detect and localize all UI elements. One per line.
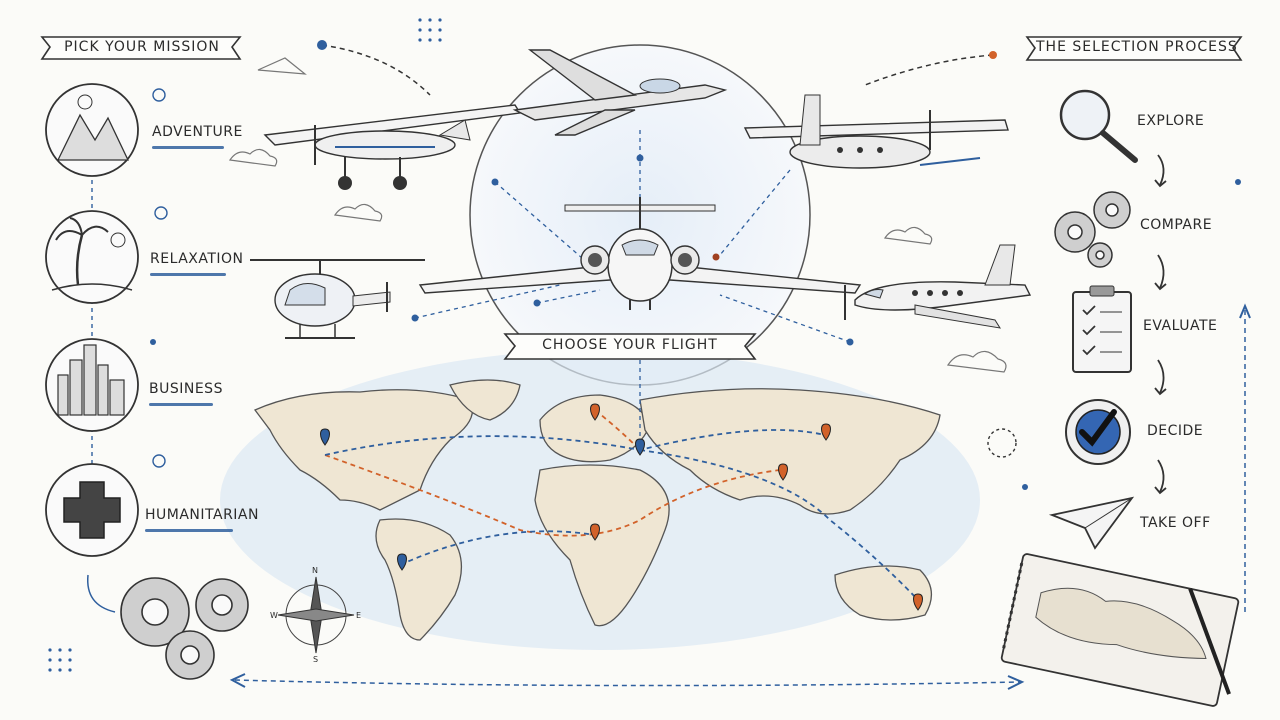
route-blue-2 — [399, 530, 596, 566]
map-pin-blue — [320, 428, 330, 446]
ribbon-left — [40, 36, 242, 60]
process-label-compare: COMPARE — [1140, 217, 1213, 233]
process-label-evaluate: EVALUATE — [1143, 318, 1218, 334]
compass-north: N — [312, 566, 319, 575]
mountain-icon — [56, 94, 130, 161]
map-pin-orange — [821, 423, 831, 441]
australia — [834, 565, 932, 621]
route-blue-3 — [639, 449, 919, 601]
turboprop-plane-icon — [743, 94, 1009, 169]
gear-arrow — [87, 574, 116, 613]
north-america — [253, 389, 474, 511]
mission-underline — [152, 146, 224, 149]
medical-cross-icon — [63, 481, 121, 539]
mission-underline — [145, 529, 233, 532]
single-prop-plane-icon — [263, 104, 522, 190]
aircraft-connectors — [414, 130, 851, 450]
mission-header: PICK YOUR MISSION — [64, 39, 220, 55]
flight-header: CHOOSE YOUR FLIGHT — [542, 337, 718, 353]
mission-underline — [150, 273, 226, 276]
compass-west: W — [270, 611, 279, 620]
route-orange-1 — [324, 454, 781, 537]
greenland — [449, 379, 521, 421]
map-pin-orange — [778, 463, 788, 481]
map-pin-blue — [397, 553, 407, 571]
checkmark-icon — [1065, 399, 1131, 465]
mission-label-humanitarian[interactable]: HUMANITARIAN — [145, 507, 259, 523]
city-skyline-icon — [57, 344, 125, 416]
mission-column — [45, 83, 139, 557]
top-left-arrow — [321, 44, 431, 96]
notebook-map-icon — [1000, 553, 1240, 707]
gears-cluster-icon — [120, 577, 249, 680]
south-america — [375, 518, 463, 641]
bottom-connector-arrow — [229, 673, 1025, 690]
compass-south: S — [313, 655, 319, 664]
map-pin-orange — [590, 403, 600, 421]
magnifier-icon — [1059, 89, 1138, 163]
top-right-arrow — [864, 54, 994, 86]
clipboard-icon — [1072, 285, 1132, 373]
mission-label-adventure[interactable]: ADVENTURE — [152, 124, 243, 140]
dot-grid — [48, 18, 442, 672]
mission-circle-adventure[interactable] — [45, 83, 139, 177]
decorative-dots — [150, 154, 1241, 490]
world-map — [220, 350, 980, 650]
compass-east: E — [356, 611, 362, 620]
ribbon-center — [503, 333, 757, 360]
decorative-circles — [152, 88, 1017, 468]
gears-icon — [1054, 191, 1131, 268]
map-pin-blue — [635, 438, 645, 456]
clouds — [228, 57, 1007, 373]
dot — [989, 51, 997, 59]
asia — [639, 388, 941, 515]
map-pins — [320, 403, 923, 611]
compass-rose-icon — [277, 576, 355, 654]
process-arrows — [1154, 154, 1167, 495]
process-column — [1048, 89, 1167, 550]
business-jet-icon — [844, 244, 1032, 329]
map-pin-orange — [913, 593, 923, 611]
helicopter-icon — [250, 259, 425, 339]
process-header: THE SELECTION PROCESS — [1036, 39, 1238, 55]
mission-circle-relaxation[interactable] — [45, 210, 139, 304]
process-label-take-off: TAKE OFF — [1140, 515, 1211, 531]
private-jet-icon — [418, 197, 862, 310]
right-up-arrow — [1239, 303, 1251, 612]
paper-plane-icon — [1048, 496, 1135, 550]
palm-tree-icon — [51, 217, 133, 291]
route-blue-1 — [324, 429, 826, 456]
africa — [534, 464, 670, 627]
fighter-jet-icon — [512, 49, 728, 136]
mission-underline — [149, 403, 213, 406]
map-pin-orange — [590, 523, 600, 541]
mission-label-business[interactable]: BUSINESS — [149, 381, 223, 397]
dot — [317, 40, 327, 50]
process-label-explore: EXPLORE — [1137, 113, 1205, 129]
process-label-decide: DECIDE — [1147, 423, 1204, 439]
mission-label-relaxation[interactable]: RELAXATION — [150, 251, 244, 267]
ribbon-right — [1025, 36, 1243, 61]
